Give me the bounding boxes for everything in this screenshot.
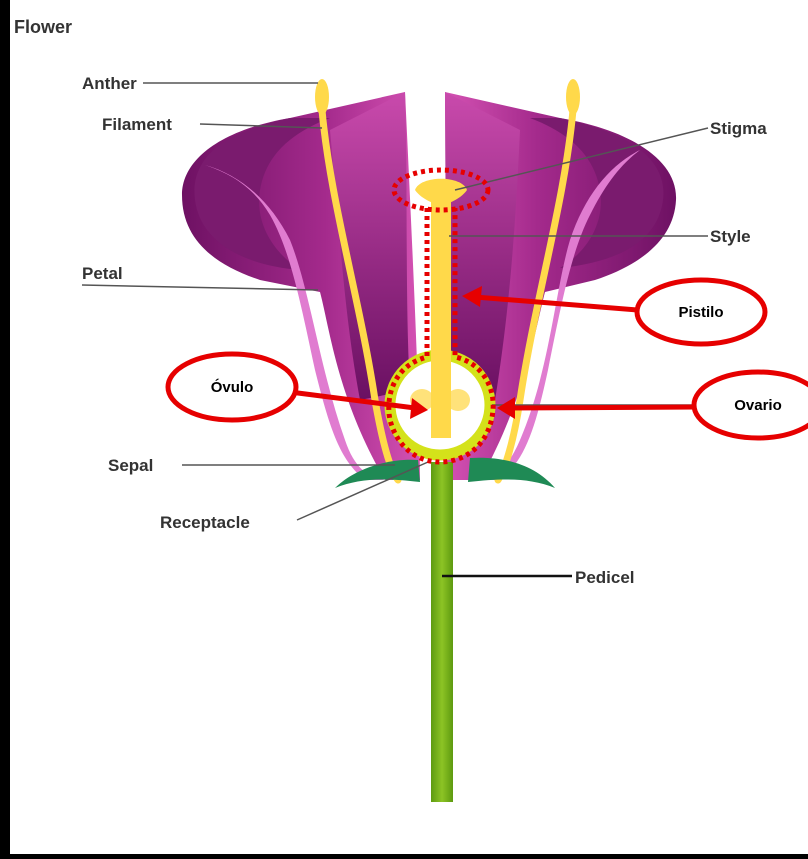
right-anther (566, 79, 580, 115)
title-bar (10, 0, 808, 45)
pistil-style (431, 200, 451, 438)
receptacle-label: Receptacle (160, 513, 250, 532)
pedicel-label: Pedicel (575, 568, 635, 587)
stigma-label: Stigma (710, 119, 767, 138)
ovario-callout-label: Ovario (734, 397, 782, 414)
left-anther (315, 79, 329, 115)
ovulo-callout-label: Óvulo (211, 378, 254, 396)
filament-label: Filament (102, 115, 172, 134)
style-label: Style (710, 227, 751, 246)
pedicel-stem (431, 462, 453, 802)
ovario-arrow-line (510, 407, 696, 408)
sepal-label: Sepal (108, 456, 153, 475)
anther-label: Anther (82, 74, 137, 93)
petal-label: Petal (82, 264, 123, 283)
pistilo-callout-label: Pistilo (678, 304, 723, 321)
diagram-title: Flower (14, 17, 72, 37)
